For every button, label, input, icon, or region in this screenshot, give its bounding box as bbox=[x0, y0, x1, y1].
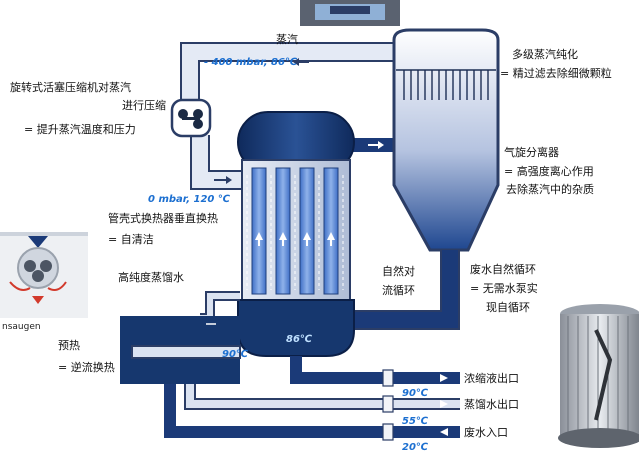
purifier-column bbox=[368, 28, 500, 252]
hx-title: 管壳式换热器垂直换热 bbox=[108, 212, 218, 225]
compressor-bullet: = 提升蒸汽温度和压力 bbox=[24, 123, 136, 136]
heat-exchanger bbox=[214, 111, 355, 357]
distilled-outlet: 蒸馏水出口 bbox=[464, 398, 519, 411]
preheater-temp: 90℃ bbox=[222, 349, 249, 360]
wastewater-inlet: 废水入口 bbox=[464, 426, 508, 439]
purifier-title: 多级蒸汽纯化 bbox=[512, 48, 578, 61]
concentrate-outlet: 浓缩液出口 bbox=[464, 372, 519, 385]
preheat-bullet: = 逆流换热 bbox=[58, 361, 115, 374]
cyclone-title: 气旋分离器 bbox=[504, 146, 559, 159]
sump-temp: 86℃ bbox=[286, 334, 313, 345]
wastewater-bullet-2: 现自循环 bbox=[486, 301, 530, 314]
purifier-bullet: = 精过滤去除细微颗粒 bbox=[500, 67, 612, 80]
cyclone-bullet-2: 去除蒸汽中的杂质 bbox=[506, 183, 594, 196]
steam-label: 蒸汽 bbox=[276, 33, 298, 46]
natural-circulation-2: 流循环 bbox=[382, 284, 415, 297]
cyclone-bullet-1: = 高强度离心作用 bbox=[504, 165, 594, 178]
wastewater-title: 废水自然循环 bbox=[470, 263, 536, 276]
preheat-title: 预热 bbox=[58, 339, 80, 352]
compressor-title-2: 进行压缩 bbox=[122, 99, 166, 112]
wastewater-bullet-1: = 无需水泵实 bbox=[470, 282, 538, 295]
preheater-pipes bbox=[120, 291, 460, 441]
steam-arrow-icon bbox=[293, 58, 309, 66]
photo-caption: nsaugen bbox=[2, 322, 41, 332]
compressor bbox=[170, 98, 212, 138]
wastewater-loop bbox=[350, 250, 460, 330]
tube-bundle-photo bbox=[558, 304, 639, 448]
natural-circulation-1: 自然对 bbox=[382, 265, 415, 278]
vacuum-label: - 400 mbar, 86℃ bbox=[204, 57, 298, 68]
compressor-photo bbox=[0, 232, 88, 318]
hx-bullet: = 自清洁 bbox=[108, 233, 154, 246]
compressor-title: 旋转式活塞压缩机对蒸汽 bbox=[10, 81, 131, 94]
zero-mbar-label: 0 mbar, 120 ℃ bbox=[148, 194, 230, 205]
outlet-temp-55: 55℃ bbox=[402, 416, 429, 427]
outlet-temp-90: 90℃ bbox=[402, 388, 429, 399]
distillate-label: 高纯度蒸馏水 bbox=[118, 271, 184, 284]
inlet-temp-20: 20℃ bbox=[402, 442, 429, 453]
machine-photo-fragment bbox=[300, 0, 400, 26]
